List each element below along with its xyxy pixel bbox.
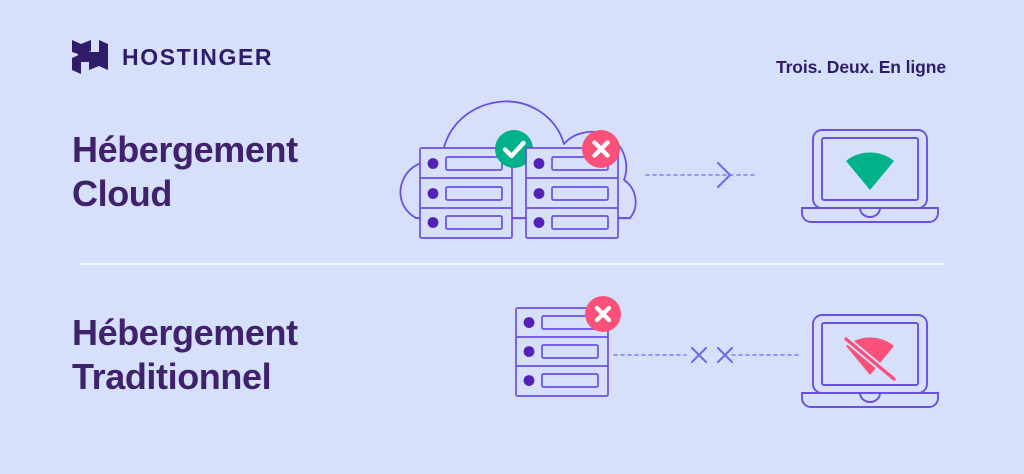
server-stack-healthy xyxy=(419,147,513,239)
cloud-connection-arrow xyxy=(645,158,757,192)
row-title-traditional: Hébergement Traditionnel xyxy=(72,311,298,399)
x-mark-icon xyxy=(716,346,734,364)
server-stack-failed xyxy=(525,147,619,239)
hostinger-h-logo-icon xyxy=(72,40,108,74)
row-title-cloud-line2: Cloud xyxy=(72,172,172,214)
tagline: Trois. Deux. En ligne xyxy=(775,57,946,77)
cloud-laptop-device xyxy=(796,128,944,226)
check-circle-icon xyxy=(495,130,533,168)
traditional-hosting-illustration xyxy=(514,296,632,408)
cloud-outline-icon xyxy=(399,100,637,239)
brand-name: HOSTINGER xyxy=(122,43,274,70)
wifi-signal-icon xyxy=(846,152,894,190)
server-stack-failed xyxy=(515,307,609,397)
x-mark-icon xyxy=(690,346,708,364)
cloud-hosting-illustration xyxy=(398,90,650,239)
chevron-right-arrow-icon xyxy=(716,161,732,189)
traditional-laptop-device xyxy=(796,313,944,411)
row-title-cloud-line1: Hébergement xyxy=(72,129,298,170)
wifi-off-icon xyxy=(842,335,898,383)
row-title-cloud: Hébergement Cloud xyxy=(72,128,298,216)
x-circle-icon xyxy=(582,130,620,168)
section-divider xyxy=(79,263,945,265)
laptop-icon xyxy=(801,314,939,408)
row-title-traditional-line1: Hébergement xyxy=(72,312,298,353)
traditional-connection-broken xyxy=(613,340,803,370)
brand-logo: HOSTINGER xyxy=(72,38,273,76)
laptop-icon xyxy=(801,129,939,223)
row-title-traditional-line2: Traditionnel xyxy=(72,355,272,397)
x-circle-icon xyxy=(585,296,621,332)
